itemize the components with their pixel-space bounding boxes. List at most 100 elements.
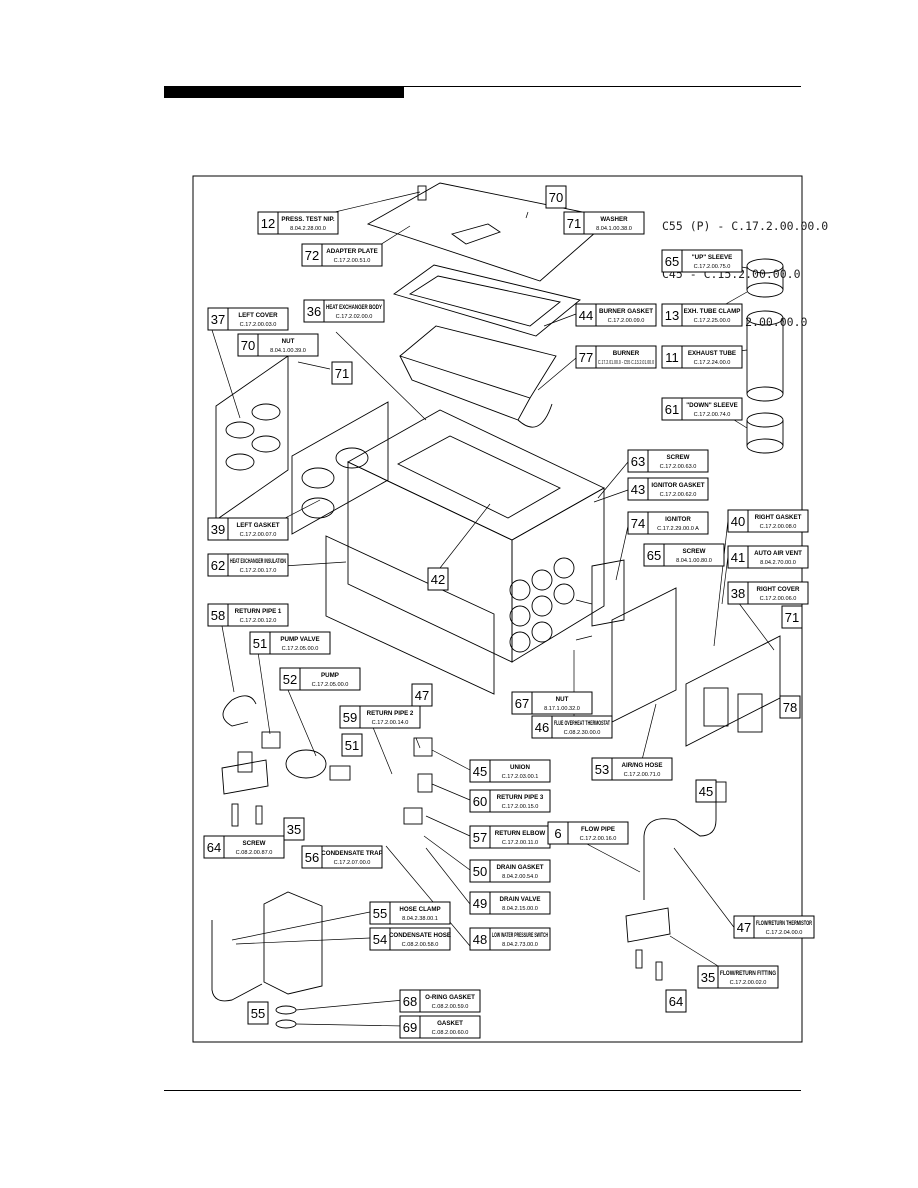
part-name: AUTO AIR VENT — [754, 550, 802, 557]
part-number: 71 — [567, 216, 581, 231]
return-pipe-1-drawing — [222, 695, 257, 727]
part-number: 57 — [473, 830, 487, 845]
part-info-box — [269, 631, 331, 655]
return-pipe-3-drawing — [417, 773, 433, 793]
part-code: C.08.2.00.58.0 — [402, 942, 439, 948]
port-circle — [531, 569, 553, 591]
part-number: 37 — [211, 312, 225, 327]
part-name: EXH. TUBE CLAMP — [684, 308, 741, 315]
part-code: C.17.2.00.08.0 — [760, 524, 797, 530]
part-code: C.17.2.07.00.0 — [334, 860, 371, 866]
left-gasket-hole — [301, 467, 335, 489]
flow-return-fitting-right — [625, 907, 671, 943]
part-name: "UP" SLEEVE — [692, 254, 733, 261]
right-cover-drawing — [685, 635, 781, 747]
exhaust-tube-body — [746, 318, 784, 394]
part-number: 50 — [473, 864, 487, 879]
part-code: C.17.2.00.09.0 — [608, 318, 645, 324]
part-name: HEAT EXCHANGER BODY — [326, 304, 383, 311]
part-info-box — [647, 511, 709, 535]
part-drawings — [211, 182, 784, 1029]
part-number: 67 — [515, 696, 529, 711]
part-name: LEFT COVER — [238, 312, 278, 319]
part-code: C.17.2.00.07.0 — [240, 532, 277, 538]
part-info-box — [419, 1015, 481, 1039]
part-number: 55 — [373, 906, 387, 921]
part-info-box — [277, 211, 339, 235]
part-name: NUT — [282, 338, 295, 345]
part-number: 70 — [549, 190, 563, 205]
port-circle — [509, 579, 531, 601]
header-rule — [164, 86, 801, 87]
part-name: BURNER — [613, 350, 640, 357]
model-name: C55 (P) — [662, 219, 711, 233]
part-info-box — [489, 891, 551, 915]
part-number: 45 — [699, 784, 713, 799]
port-circle — [509, 605, 531, 627]
o-ring-drawing — [275, 1005, 297, 1015]
part-info-box — [257, 333, 319, 357]
part-callout: 47 — [411, 683, 433, 707]
part-info-box — [223, 835, 285, 859]
part-code: C.17.2.05.00.0 — [282, 646, 319, 652]
left-cover-hole — [251, 403, 281, 421]
part-name: ADAPTER PLATE — [326, 248, 377, 255]
part-code: C.17.2.00.51.0 — [334, 258, 371, 264]
part-code: 8.04.1.00.80.0 — [676, 558, 712, 564]
part-number-box — [781, 605, 803, 629]
part-number-box — [427, 567, 449, 591]
part-number: 41 — [731, 550, 745, 565]
flow-return-fitting-left — [221, 759, 269, 795]
part-info-box — [321, 243, 383, 267]
part-name: WASHER — [600, 216, 628, 223]
part-number: 62 — [211, 558, 225, 573]
part-info-box — [647, 449, 709, 473]
part-name: PUMP — [321, 672, 339, 679]
part-name: RETURN PIPE 1 — [235, 608, 282, 615]
part-number: 13 — [665, 308, 679, 323]
part-info-box — [419, 989, 481, 1013]
part-callout: 71 — [331, 361, 353, 385]
part-code: 8.04.2.38.00.1 — [402, 916, 438, 922]
part-code: C.17.2.01.00.0 - C55 C.13.2.01.00.0 — [598, 360, 654, 366]
part-number: 61 — [665, 402, 679, 417]
leader-lines — [211, 191, 775, 1027]
part-name: SCREW — [682, 548, 705, 555]
part-name: SCREW — [666, 454, 689, 461]
heat-exchanger-top-flange — [397, 435, 561, 519]
part-info-box — [681, 303, 743, 327]
part-number: 71 — [785, 610, 799, 625]
part-info-box — [567, 821, 629, 845]
part-number-box — [247, 1001, 269, 1025]
part-number: 35 — [701, 970, 715, 985]
fitting-tube-left — [237, 751, 253, 773]
part-number: 46 — [535, 720, 549, 735]
part-name: AIR/NG HOSE — [622, 762, 663, 769]
part-code: C.17.2.00.75.0 — [694, 264, 731, 270]
part-number: 44 — [579, 308, 593, 323]
gasket-drawing — [275, 1019, 297, 1029]
part-name: CONDENSATE HOSE — [389, 932, 451, 939]
part-number: 60 — [473, 794, 487, 809]
part-info-box — [389, 927, 451, 951]
model-code-row: C55 (P) - C.17.2.00.00.0 — [662, 219, 829, 233]
part-code: 8.17.1.00.32.0 — [544, 706, 580, 712]
part-info-box — [753, 915, 815, 939]
part-number: 55 — [251, 1006, 265, 1021]
part-name: DRAIN VALVE — [499, 896, 540, 903]
part-number: 51 — [253, 636, 267, 651]
part-number-box — [411, 683, 433, 707]
